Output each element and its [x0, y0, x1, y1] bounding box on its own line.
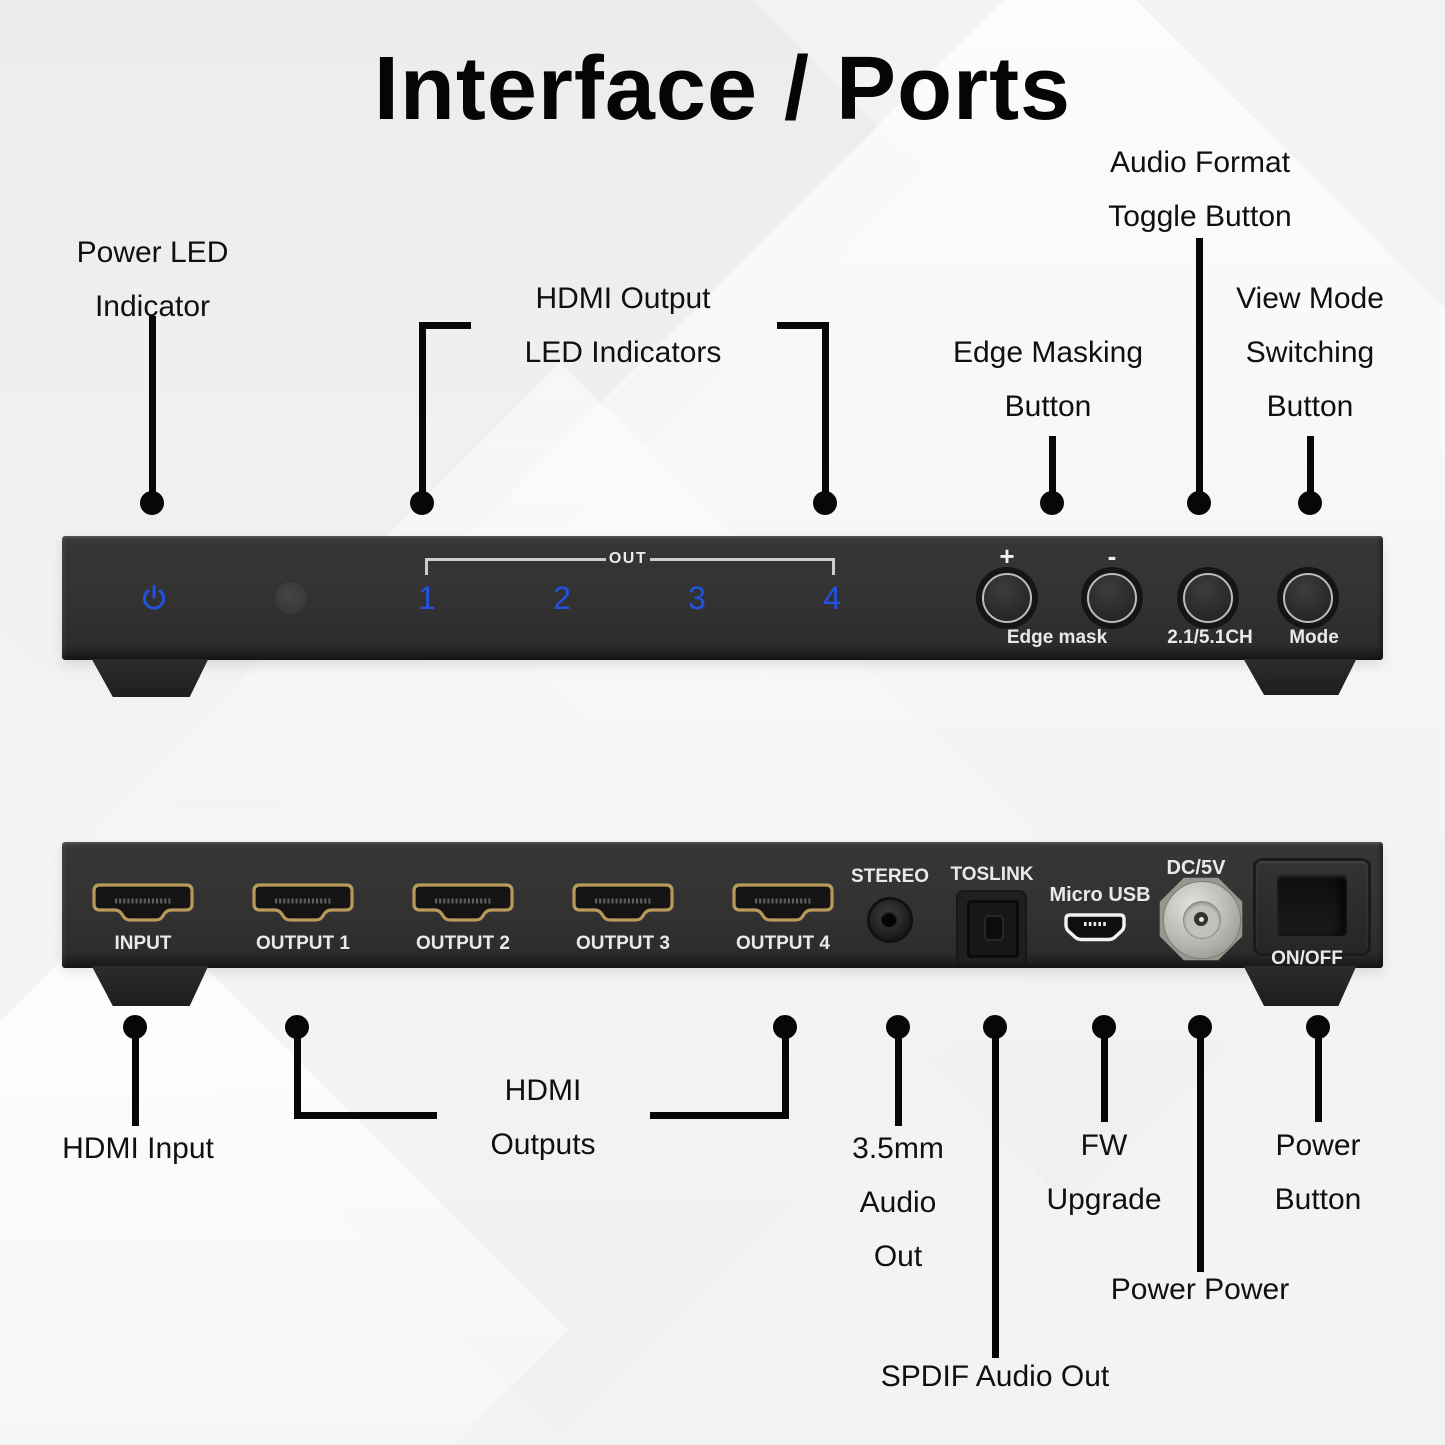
- output-led-3: 3: [688, 580, 706, 616]
- callout-line: [822, 322, 829, 507]
- callout-power-led-indicator: Power LED Indicator: [76, 236, 229, 323]
- output-led-1: 1: [418, 580, 436, 616]
- callout-bracket: [294, 1112, 437, 1119]
- callout-bracket: [650, 1112, 789, 1119]
- edge-mask-minus-button[interactable]: [1087, 573, 1137, 623]
- callout-line: [782, 1036, 789, 1119]
- callout-dot: [983, 1015, 1007, 1039]
- callout-line: [1049, 436, 1056, 508]
- stereo-jack-hole: [881, 911, 897, 927]
- hdmi-output4-label: OUTPUT 4: [736, 933, 830, 954]
- hdmi-output4-port[interactable]: [731, 882, 835, 926]
- toslink-shutter: [967, 900, 1019, 958]
- toslink-port[interactable]: [956, 890, 1027, 966]
- device-foot: [1243, 659, 1357, 695]
- callout-dot: [1188, 1015, 1212, 1039]
- hdmi-output2-label: OUTPUT 2: [416, 933, 510, 954]
- callout-fw-upgrade: FW Upgrade: [1046, 1129, 1162, 1216]
- hdmi-output3-label: OUTPUT 3: [576, 933, 670, 954]
- callout-line: [294, 1036, 301, 1119]
- callout-35mm-audio-out: 3.5mm Audio Out: [852, 1132, 944, 1273]
- power-rocker-switch[interactable]: [1277, 874, 1347, 936]
- hdmi-input-port[interactable]: [91, 882, 195, 926]
- hdmi-output2-port[interactable]: [411, 882, 515, 926]
- toslink-label: TOSLINK: [950, 864, 1034, 885]
- callout-power-button: Power Button: [1274, 1129, 1362, 1216]
- callout-line: [419, 322, 426, 507]
- callout-line: [992, 1036, 999, 1358]
- callout-dot: [285, 1015, 309, 1039]
- edge-mask-label: Edge mask: [1006, 627, 1108, 648]
- edge-mask-plus-button[interactable]: [982, 573, 1032, 623]
- page-title: Interface / Ports: [373, 39, 1072, 139]
- callout-hdmi-input: HDMI Input: [62, 1132, 214, 1165]
- dc-power-hole: [1194, 912, 1208, 926]
- stereo-jack-port[interactable]: [867, 897, 913, 943]
- out-group-label: OUT: [608, 550, 648, 567]
- callout-bracket: [777, 322, 829, 329]
- dc-power-pin: [1198, 916, 1204, 922]
- callout-dot: [1298, 491, 1322, 515]
- callout-line: [149, 316, 156, 506]
- micro-usb-port[interactable]: [1063, 912, 1127, 944]
- dc-power-ring: [1183, 901, 1221, 939]
- callout-line: [895, 1036, 902, 1126]
- out-group-line: [832, 558, 835, 575]
- dc-5v-label: DC/5V: [1166, 857, 1226, 879]
- callout-spdif-audio-out: SPDIF Audio Out: [880, 1360, 1110, 1393]
- audio-format-toggle-button[interactable]: [1183, 573, 1233, 623]
- output-led-4: 4: [823, 580, 841, 616]
- callout-line: [132, 1036, 139, 1126]
- callout-dot: [886, 1015, 910, 1039]
- callout-hdmi-outputs: HDMI Outputs: [490, 1074, 596, 1161]
- callout-bracket: [419, 322, 471, 329]
- callout-dot: [1092, 1015, 1116, 1039]
- device-foot: [91, 966, 209, 1006]
- callout-line: [1197, 1036, 1204, 1272]
- callout-line: [1101, 1036, 1108, 1122]
- callout-view-mode-switching-button: View Mode Switching Button: [1236, 282, 1384, 423]
- callout-audio-format-toggle-button: Audio Format Toggle Button: [1108, 146, 1292, 233]
- callout-power-power: Power Power: [1110, 1273, 1290, 1306]
- power-led-icon: [143, 584, 165, 610]
- rear-panel: INPUT OUTPUT 1 OUTPUT 2 OUTPUT 3 OUTPUT …: [62, 842, 1383, 969]
- hdmi-output1-label: OUTPUT 1: [256, 933, 350, 954]
- callout-dot: [773, 1015, 797, 1039]
- hdmi-input-label: INPUT: [114, 933, 172, 954]
- edge-mask-minus-sign: -: [1107, 541, 1117, 571]
- on-off-label: ON/OFF: [1271, 948, 1343, 969]
- hdmi-output3-port[interactable]: [571, 882, 675, 926]
- out-group-line: [425, 558, 428, 575]
- output-led-2: 2: [553, 580, 571, 616]
- callout-edge-masking-button: Edge Masking Button: [952, 336, 1144, 423]
- dc-power-jack[interactable]: [1163, 881, 1241, 959]
- callout-dot: [123, 1015, 147, 1039]
- device-foot: [1243, 966, 1357, 1006]
- mode-button[interactable]: [1283, 573, 1333, 623]
- ir-receiver-window: [275, 582, 307, 614]
- mode-label: Mode: [1289, 627, 1339, 648]
- callout-dot: [813, 491, 837, 515]
- callout-dot: [1040, 491, 1064, 515]
- front-panel: OUT 1 2 3 4 + - Edge mask 2.1/5.1CH Mode: [62, 536, 1383, 660]
- out-group-line: [425, 558, 606, 561]
- callout-hdmi-output-led-indicators: HDMI Output LED Indicators: [524, 282, 722, 369]
- callout-dot: [410, 491, 434, 515]
- callout-line: [1315, 1036, 1322, 1122]
- out-group-line: [650, 558, 835, 561]
- stereo-label: STEREO: [850, 866, 930, 887]
- callout-dot: [1187, 491, 1211, 515]
- power-switch-frame: [1253, 858, 1371, 956]
- callout-line: [1196, 238, 1203, 508]
- edge-mask-plus-sign: +: [999, 541, 1015, 571]
- callout-line: [1307, 436, 1314, 508]
- callout-dot: [1306, 1015, 1330, 1039]
- audio-toggle-label: 2.1/5.1CH: [1167, 627, 1253, 648]
- toslink-core: [986, 917, 1002, 939]
- device-foot: [91, 659, 209, 697]
- micro-usb-label: Micro USB: [1049, 884, 1151, 906]
- callout-dot: [140, 491, 164, 515]
- hdmi-output1-port[interactable]: [251, 882, 355, 926]
